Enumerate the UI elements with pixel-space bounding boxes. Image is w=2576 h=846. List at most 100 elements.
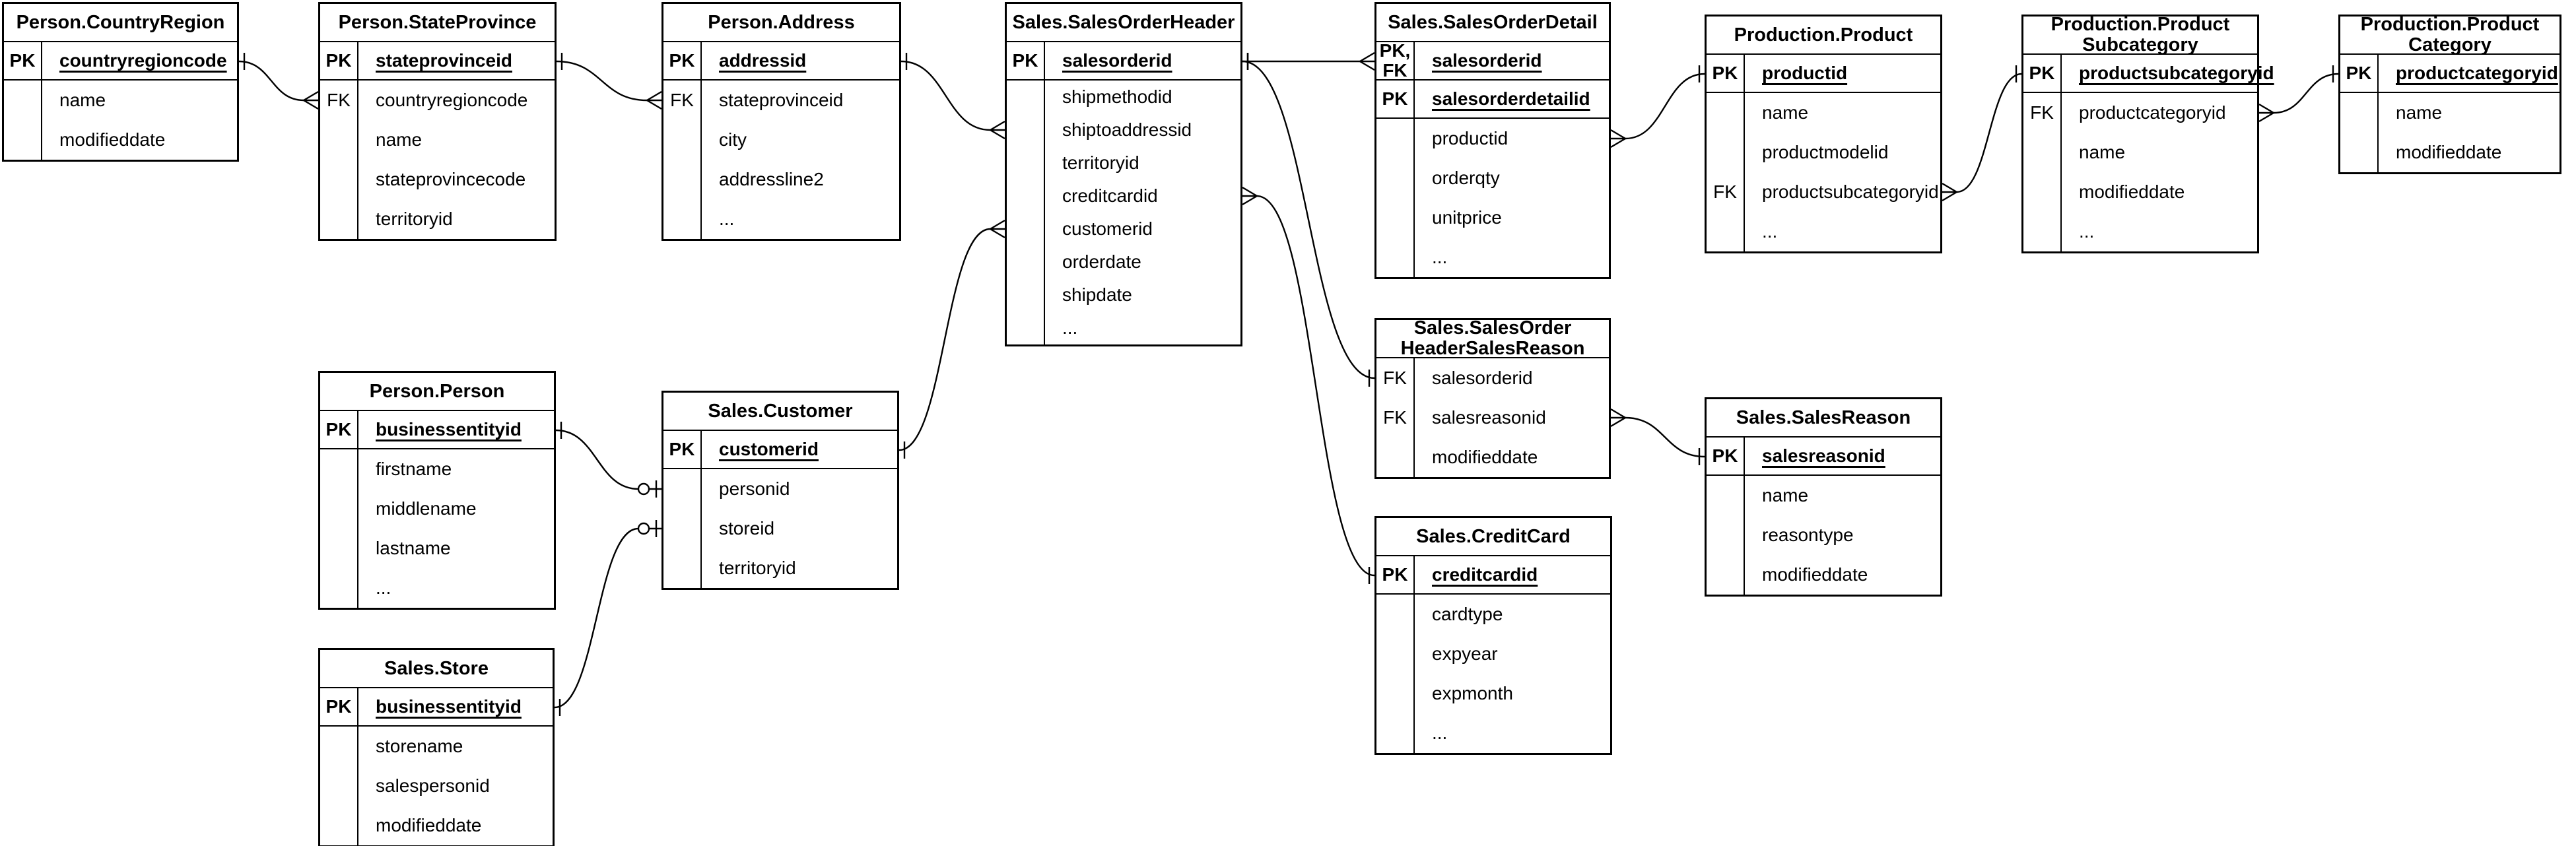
fk-label	[1007, 212, 1044, 245]
key-label: PK	[320, 411, 358, 448]
relationship-curve	[1256, 195, 1375, 577]
entity-title: Person.Address	[663, 4, 899, 42]
fk-label: FK	[663, 81, 700, 120]
relationship-store-customer	[554, 520, 661, 716]
field-row: reasontype	[1745, 515, 1940, 555]
field-name: customerid	[1062, 218, 1153, 239]
field-row: name	[1745, 476, 1940, 515]
field-row: ...	[2062, 212, 2257, 251]
fk-label	[4, 81, 41, 120]
cardinality-markers	[2258, 65, 2334, 123]
fk-label	[1007, 311, 1044, 344]
field-name: countryregioncode	[376, 90, 528, 110]
field-name: name	[1762, 102, 1809, 123]
fk-label	[1376, 119, 1413, 158]
relationship-product-productsubcategory	[1942, 65, 2022, 202]
fk-column	[1376, 119, 1415, 277]
key-label-text: PK	[1712, 445, 1738, 466]
entity-body: shipmethodid shiptoaddressid territoryid cr…	[1007, 81, 1240, 344]
field-name: shipdate	[1062, 284, 1132, 305]
fk-column	[2340, 93, 2379, 172]
field-row: storeid	[702, 509, 897, 548]
field-row: lastname	[358, 529, 554, 568]
field-row: shipdate	[1045, 278, 1240, 311]
key-label-text: PK	[325, 419, 352, 439]
fk-label	[1707, 212, 1744, 251]
fk-label	[1376, 158, 1413, 198]
field-row: creditcardid	[1045, 179, 1240, 212]
fk-label	[4, 120, 41, 160]
key-label-text: PK,	[1379, 40, 1411, 61]
field-name: name	[376, 129, 423, 150]
field-row: productid	[1415, 119, 1609, 158]
entity-title: Sales.SalesOrderHeader	[1007, 4, 1240, 42]
field-column: shipmethodid shiptoaddressid territoryid cr…	[1045, 81, 1240, 344]
relationship-curve	[898, 228, 991, 451]
fk-label	[2340, 133, 2377, 172]
field-row: ...	[358, 568, 554, 608]
field-name: orderqty	[1432, 168, 1500, 188]
key-label: PK	[320, 688, 358, 725]
fk-label	[2023, 212, 2060, 251]
key-label: PK	[1707, 438, 1745, 474]
field-row: salesreasonid	[1415, 398, 1609, 438]
field-name: modifieddate	[376, 815, 482, 835]
fk-label	[1376, 674, 1413, 713]
key-label: PK	[320, 42, 358, 79]
relationship-curve	[555, 429, 639, 490]
field-name: ...	[1432, 723, 1448, 743]
field-name: city	[719, 129, 747, 150]
field-row: name	[1745, 93, 1940, 133]
key-label: PK	[663, 42, 702, 79]
field-name: territoryid	[719, 558, 796, 578]
key-field: productsubcategoryid	[2062, 55, 2274, 92]
entity-title-text: Sales.CreditCard	[1416, 525, 1571, 547]
entity-title: Person.CountryRegion	[4, 4, 237, 42]
field-name: stateprovincecode	[376, 169, 526, 189]
entity-title-text: Production.Product	[2051, 14, 2230, 35]
fk-label: FK	[1376, 358, 1413, 398]
fk-column: FK	[1707, 93, 1745, 251]
field-row: orderdate	[1045, 245, 1240, 278]
key-field: customerid	[702, 431, 897, 468]
key-field: productid	[1745, 55, 1940, 92]
field-row: ...	[1415, 713, 1610, 753]
field-row: customerid	[1045, 212, 1240, 245]
fk-label	[663, 199, 700, 239]
field-row: city	[702, 120, 899, 160]
fk-label	[320, 568, 357, 608]
field-name: shipmethodid	[1062, 86, 1172, 107]
relationship-salesorderdetail-product	[1610, 65, 1705, 148]
field-row: salesorderid	[1415, 358, 1609, 398]
field-name: territoryid	[1062, 152, 1139, 173]
field-name: expmonth	[1432, 683, 1513, 703]
fk-label	[663, 548, 700, 588]
cardinality-markers	[1942, 65, 2017, 202]
field-name: shiptoaddressid	[1062, 119, 1192, 140]
fk-label	[1707, 93, 1744, 133]
fk-label	[1707, 133, 1744, 172]
fk-label	[1376, 634, 1413, 674]
fk-label-text: FK	[1713, 181, 1737, 202]
key-field-name: creditcardid	[1432, 564, 1538, 585]
fk-label	[1707, 476, 1744, 515]
field-name: productcategoryid	[2079, 102, 2226, 123]
field-row: expmonth	[1415, 674, 1610, 713]
cardinality-markers	[1610, 65, 1701, 148]
